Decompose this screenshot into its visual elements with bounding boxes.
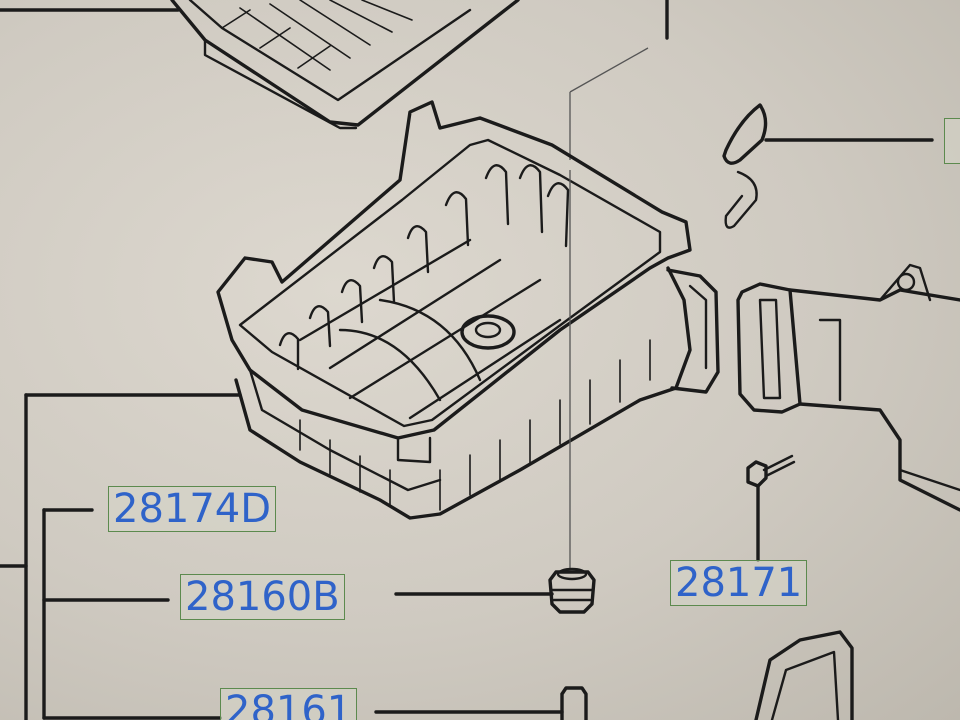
- duct-lower-partial: [754, 630, 854, 720]
- group-bracket: [0, 393, 242, 720]
- part-number-28161[interactable]: 28161: [220, 688, 358, 720]
- air-intake-hose: [736, 263, 960, 512]
- air-filter-element: [170, 0, 520, 130]
- part-number-clipped-right: [944, 118, 960, 164]
- leader-diagonal: [569, 47, 649, 160]
- part-number-28174d[interactable]: 28174D: [108, 486, 277, 532]
- hose-clamp: [722, 103, 934, 229]
- bolt: [746, 454, 796, 562]
- duct-lower-inner: [770, 650, 840, 720]
- air-cleaner-housing: [216, 100, 720, 520]
- part-number-28160b[interactable]: 28160B: [180, 574, 345, 620]
- grommet-upper: [394, 567, 596, 614]
- grommet-lower: [374, 686, 588, 720]
- part-number-28171[interactable]: 28171: [670, 560, 808, 606]
